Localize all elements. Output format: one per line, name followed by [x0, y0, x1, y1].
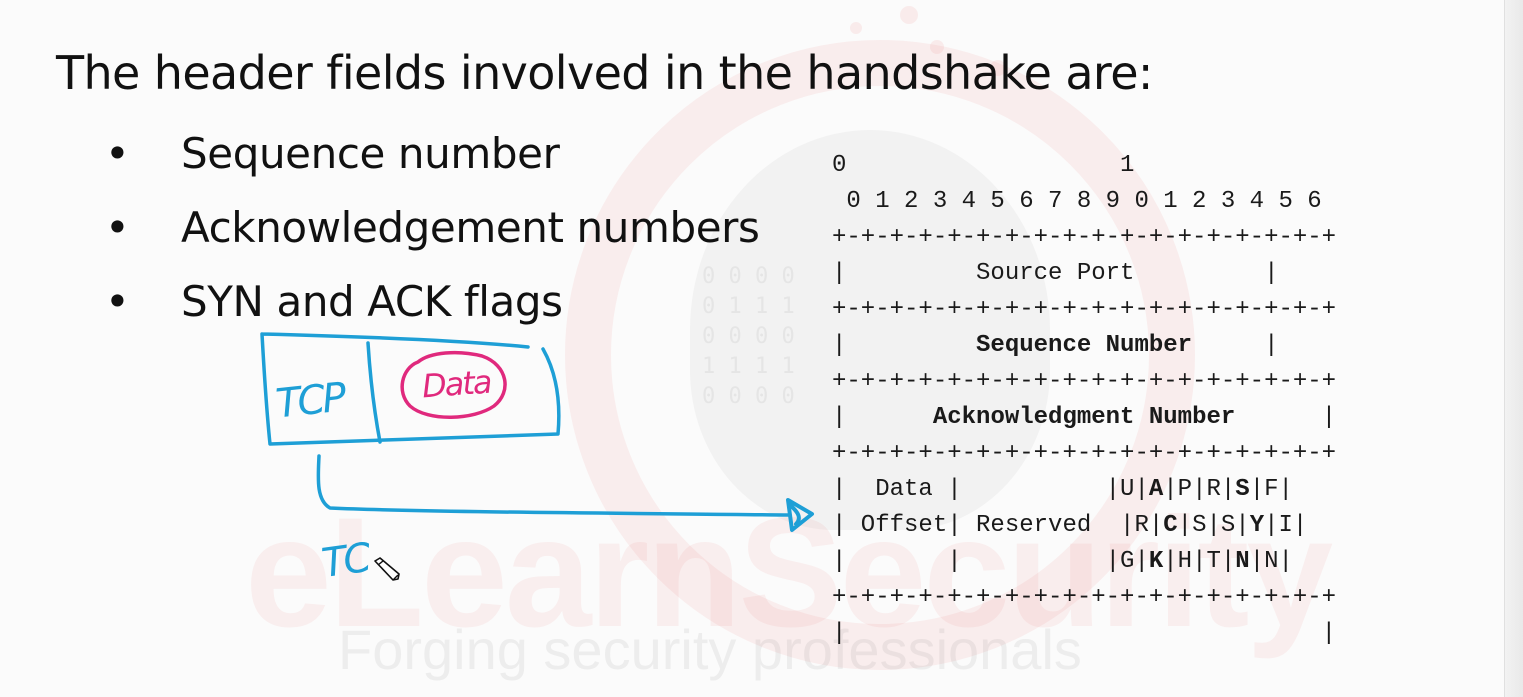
- syn-flag-letter: N: [1235, 548, 1250, 575]
- empty-row: | |: [832, 620, 1337, 647]
- flags-row-1: | Data | |U|A|P|R|S|F|: [832, 472, 1293, 508]
- watermark-dot: [900, 6, 918, 24]
- separator-line: +-+-+-+-+-+-+-+-+-+-+-+-+-+-+-+-+-+: [832, 296, 1337, 323]
- slide-title: The header fields involved in the handsh…: [56, 46, 1153, 100]
- acknowledgment-number-field: Acknowledgment Number: [932, 404, 1236, 431]
- ink-label-data: Data: [420, 362, 492, 406]
- scrollbar[interactable]: [1504, 0, 1523, 697]
- watermark-dot: [850, 22, 862, 34]
- flags-row-3: | | |G|K|H|T|N|N|: [832, 544, 1293, 580]
- watermark-tagline: Forging security professionals: [338, 618, 1082, 681]
- separator-line: +-+-+-+-+-+-+-+-+-+-+-+-+-+-+-+-+-+: [832, 368, 1337, 395]
- flags-row-right: |F|: [1249, 476, 1293, 503]
- flags-row-right: |N|: [1249, 548, 1293, 575]
- flags-row-mid: |H|T|: [1163, 548, 1236, 575]
- ack-flag-letter: A: [1148, 476, 1164, 503]
- watermark-binary: 0 0 0 0 0 1 1 1 0 0 0 0 1 1 1 1 0 0 0 0: [702, 264, 795, 409]
- row-border-right: |: [1235, 404, 1337, 431]
- flags-row-mid: |P|R|: [1163, 476, 1236, 503]
- row-border-right: |: [1134, 260, 1279, 287]
- row-border-left: |: [832, 260, 977, 287]
- syn-flag-letter: S: [1235, 476, 1250, 503]
- bullet-symbol: •: [105, 203, 130, 252]
- ack-flag-letter: K: [1148, 548, 1164, 575]
- bullet-text: Acknowledgement numbers: [181, 203, 760, 252]
- separator-line: +-+-+-+-+-+-+-+-+-+-+-+-+-+-+-+-+-+: [832, 584, 1337, 611]
- source-port-field: Source Port: [976, 260, 1135, 287]
- ack-flag-letter: C: [1163, 512, 1178, 539]
- watermark-dot: [930, 40, 944, 54]
- separator-line: +-+-+-+-+-+-+-+-+-+-+-+-+-+-+-+-+-+: [832, 440, 1337, 467]
- bit-units-row: 0 1 2 3 4 5 6 7 8 9 0 1 2 3 4 5 6: [832, 188, 1322, 215]
- watermark-dot: [990, 60, 1006, 76]
- row-border-left: |: [832, 332, 977, 359]
- flags-row-2: | Offset| Reserved |R|C|S|S|Y|I|: [832, 508, 1307, 544]
- bit-tens-row: 0 1: [832, 152, 1135, 179]
- row-border-right: |: [1192, 332, 1279, 359]
- separator-line: +-+-+-+-+-+-+-+-+-+-+-+-+-+-+-+-+-+: [832, 224, 1337, 251]
- ink-label-tc: TC: [319, 534, 372, 588]
- flags-row-left: | Data | |U|: [832, 476, 1149, 503]
- sequence-number-field: Sequence Number: [976, 332, 1193, 359]
- bullet-text: SYN and ACK flags: [181, 277, 563, 326]
- acknowledgment-number-row: | Acknowledgment Number |: [832, 400, 1336, 436]
- flags-row-left: | Offset| Reserved |R|: [832, 512, 1164, 539]
- sequence-number-row: | Sequence Number |: [832, 328, 1279, 364]
- bullet-symbol: •: [105, 277, 130, 326]
- pencil-icon: [374, 557, 400, 581]
- bullet-text: Sequence number: [181, 129, 560, 178]
- bullet-symbol: •: [105, 129, 130, 178]
- ink-label-tcp: TCP: [273, 374, 346, 428]
- flags-row-mid: |S|S|: [1177, 512, 1250, 539]
- row-border-left: |: [832, 404, 933, 431]
- flags-row-right: |I|: [1264, 512, 1308, 539]
- flags-row-left: | | |G|: [832, 548, 1149, 575]
- ink-divider: [366, 341, 382, 444]
- syn-flag-letter: Y: [1249, 512, 1265, 539]
- source-port-row: | Source Port |: [832, 256, 1279, 292]
